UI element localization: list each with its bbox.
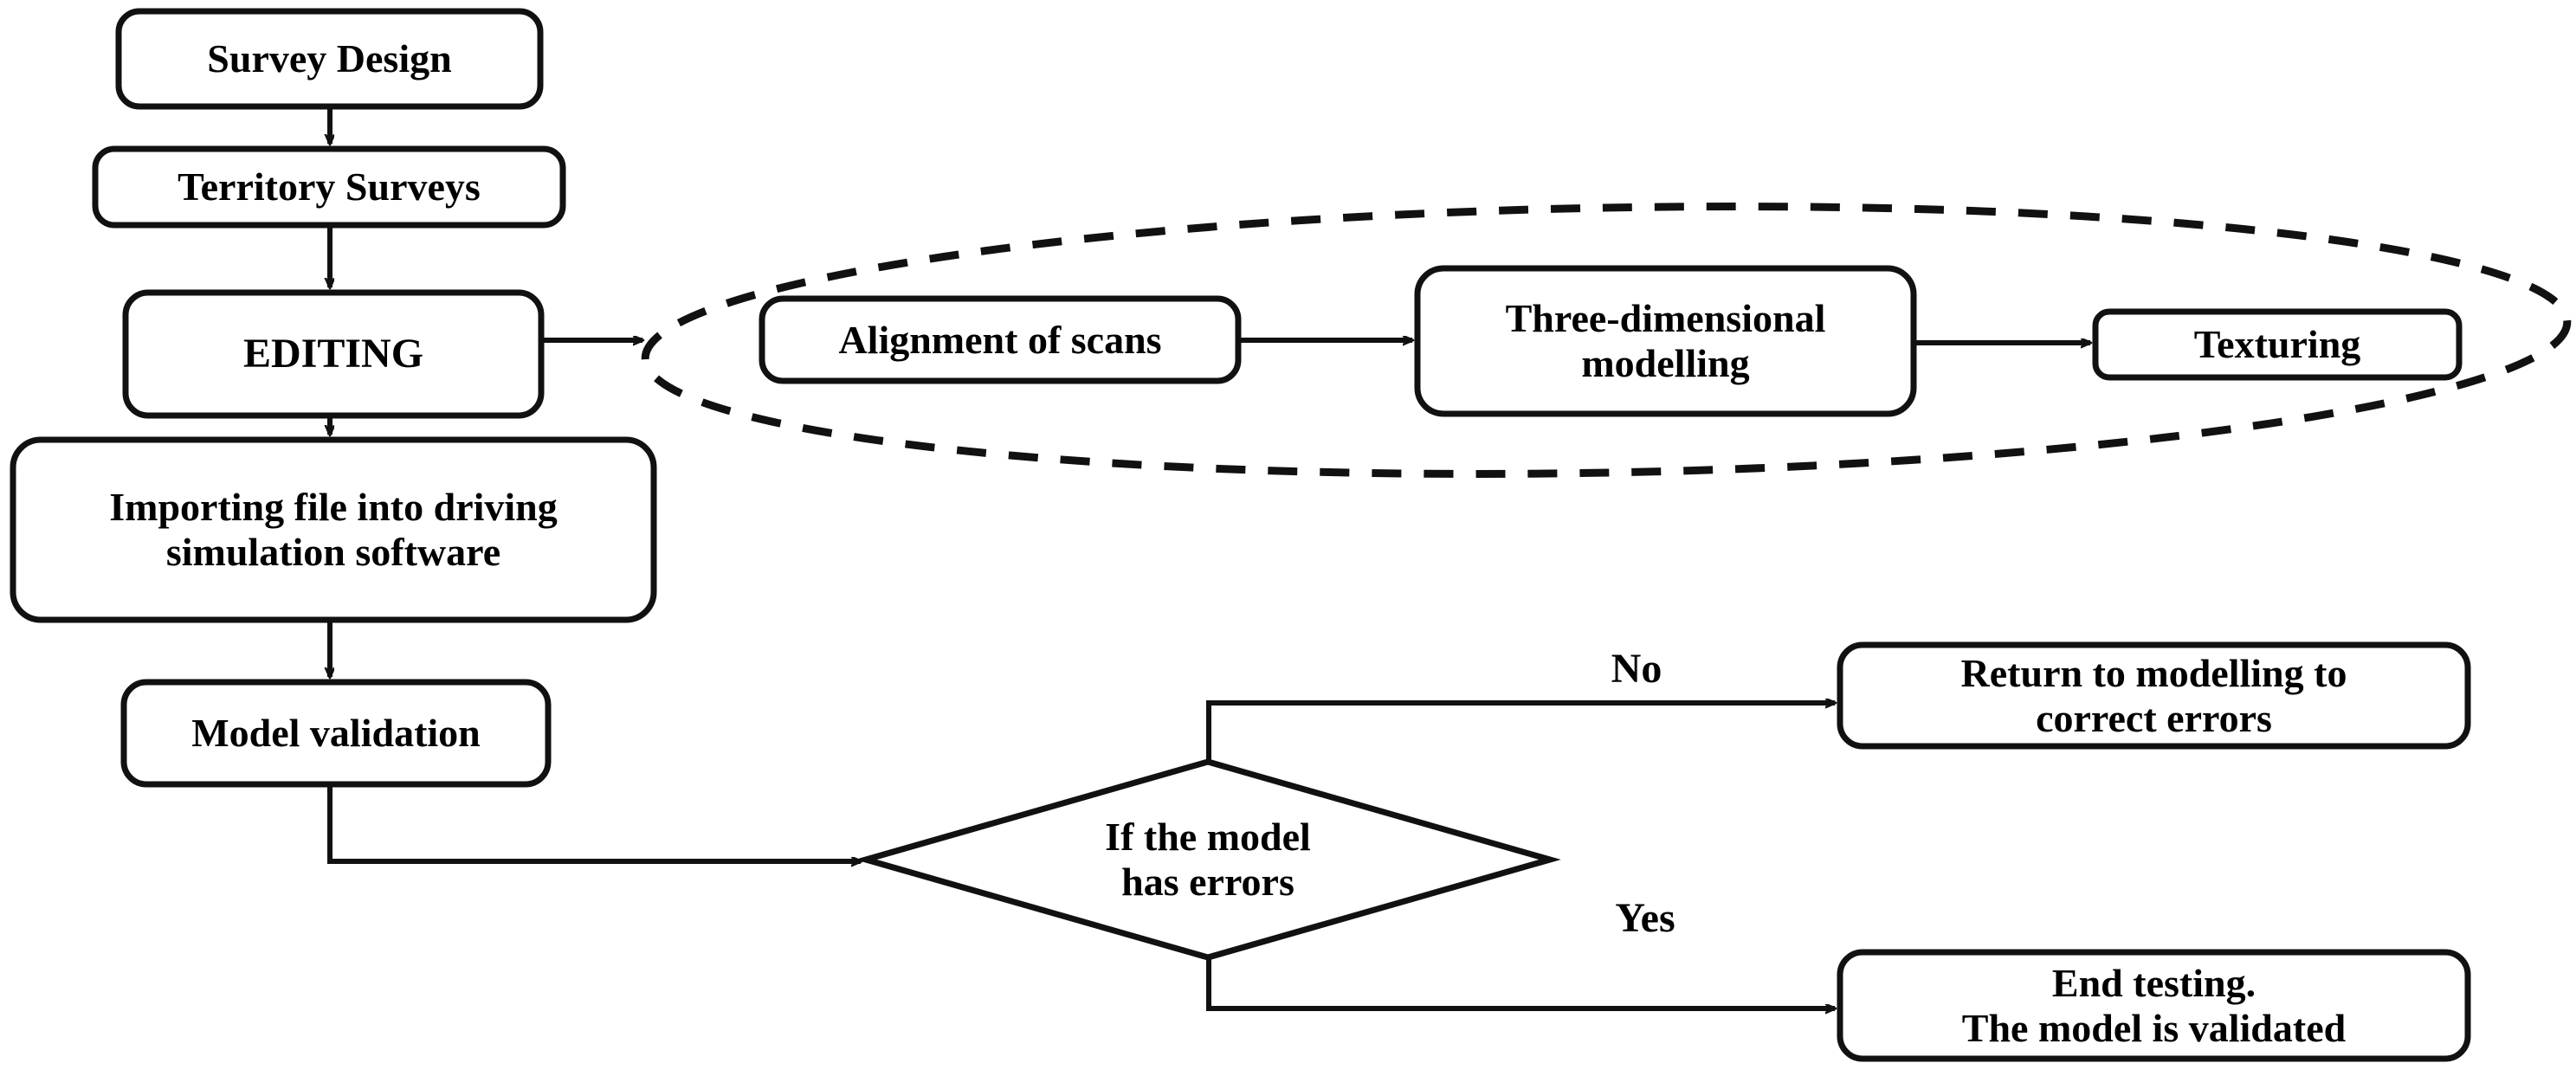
node-shape-territory-surveys[interactable] [92, 145, 566, 229]
node-shape-model-validation[interactable] [120, 679, 552, 788]
edge-decision-yes-to-end [1206, 957, 1835, 1008]
node-shape-importing-file[interactable] [10, 436, 657, 623]
node-shape-three-d-modelling[interactable] [1414, 265, 1917, 417]
node-shape-if-model-has-errors[interactable] [855, 758, 1561, 961]
scan-processing-group-ellipse [641, 203, 2572, 478]
node-shape-end-testing[interactable] [1837, 949, 2471, 1062]
node-shape-return-to-modelling[interactable] [1837, 641, 2471, 750]
edge-decision-no-to-return [1206, 703, 1835, 762]
node-shape-editing[interactable] [122, 289, 545, 419]
node-shape-texturing[interactable] [2092, 308, 2463, 381]
edge-model-validation-to-decision [327, 784, 861, 861]
node-shape-survey-design[interactable] [115, 8, 544, 110]
node-shape-alignment-of-scans[interactable] [759, 295, 1242, 384]
